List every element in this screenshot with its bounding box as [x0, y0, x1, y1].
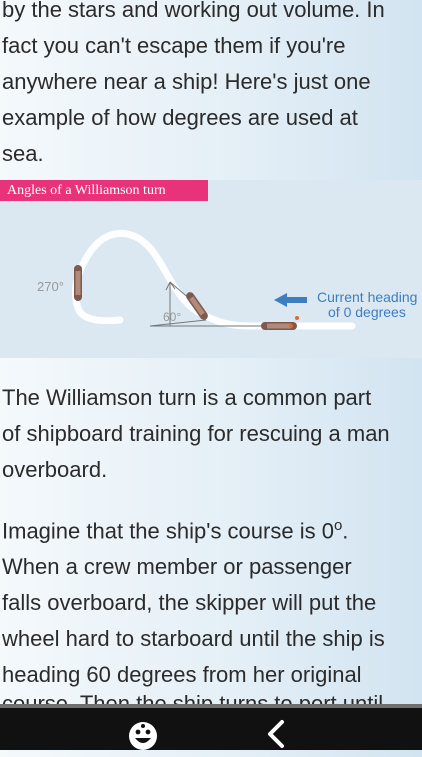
angle-line [149, 319, 207, 327]
course-text: Imagine that the ship's course is 0 [2, 518, 334, 544]
paragraph-line: of shipboard training for rescuing a man [2, 421, 390, 446]
angle-270-label: 270° [37, 279, 64, 294]
paragraph-line: overboard. [2, 457, 108, 482]
intro-line: by the stars and working out volume. In [2, 0, 385, 22]
boat-270 [74, 265, 82, 301]
heading-label-line1: Current heading [317, 289, 417, 305]
course-period: . [342, 518, 349, 544]
paragraph-williamson: The Williamson turn is a common part of … [2, 380, 418, 488]
chevron-left-icon[interactable] [262, 719, 292, 749]
paragraph-line-cutoff: course. Then the ship turns to port unti… [2, 691, 384, 704]
intro-line: sea. [2, 141, 44, 166]
degree-superscript: o [333, 517, 343, 534]
intro-line: anywhere near a ship! Here's just one [2, 69, 371, 94]
boat-60 [186, 292, 208, 320]
diagram-svg: 270° 60° Current heading of 0 degrees [37, 230, 417, 330]
intro-line: fact you can't escape them if you're [2, 33, 346, 58]
cutoff-text-line: course. Then the ship turns to port unti… [2, 686, 422, 704]
boat-0 [261, 322, 297, 330]
angle-60-label: 60° [163, 310, 181, 324]
paragraph-line: The Williamson turn is a common part [2, 385, 372, 410]
smiley-icon[interactable] [127, 720, 159, 752]
intro-line: example of how degrees are used at [2, 105, 358, 130]
diagram-caption: Angles of a Williamson turn [0, 180, 208, 201]
paragraph-course: Imagine that the ship's course is 0o. Wh… [2, 508, 418, 693]
paragraph-line: heading 60 degrees from her original [2, 662, 362, 688]
heading-arrow [274, 293, 307, 307]
heading-label-line2: of 0 degrees [328, 304, 406, 320]
intro-text: by the stars and working out volume. In … [2, 0, 418, 172]
paragraph-line: Imagine that the ship's course is 0o. [2, 508, 418, 549]
footer-toolbar [0, 704, 422, 750]
paragraph-line: When a crew member or passenger [2, 554, 352, 580]
marker-dot [295, 316, 299, 320]
turn-wake-path [71, 230, 356, 330]
williamson-turn-diagram: 270° 60° Current heading of 0 degrees [0, 180, 422, 358]
paragraph-line: falls overboard, the skipper will put th… [2, 590, 377, 616]
paragraph-line: wheel hard to starboard until the ship i… [2, 626, 385, 652]
